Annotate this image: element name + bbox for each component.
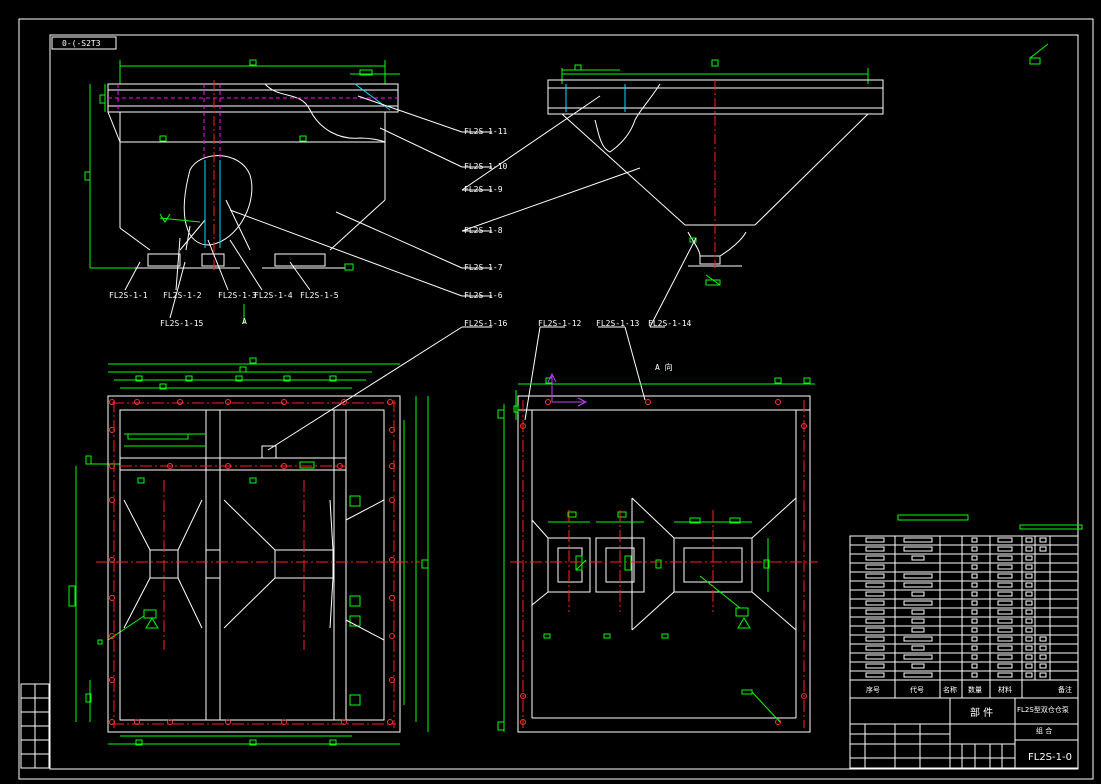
callout-14: FL2S-1-14 <box>648 319 692 328</box>
callout-7: FL2S-1-7 <box>464 263 503 272</box>
plan-bolt-holes <box>109 399 395 725</box>
callout-9: FL2S-1-9 <box>464 185 503 194</box>
left-margin-strip <box>20 683 50 769</box>
front-elevation-view: A <box>84 59 400 326</box>
callout-2: FL2S-1-2 <box>163 291 202 300</box>
view-marker-a: A <box>242 317 247 326</box>
callout-16: FL2S-1-16 <box>464 319 508 328</box>
tb-col-qty: 数量 <box>968 685 982 694</box>
callout-15: FL2S-1-15 <box>160 319 204 328</box>
callout-3: FL2S-1-3 <box>218 291 257 300</box>
callout-labels: FL2S-1-11 FL2S-1-10 FL2S-1-9 FL2S-1-8 FL… <box>109 127 692 328</box>
surface-roughness-symbol <box>1029 43 1049 65</box>
side-elevation-view <box>547 59 884 286</box>
a-direction-view <box>497 372 818 733</box>
tb-product-name: FL2S型双仓仓泵 <box>1017 705 1069 714</box>
tb-col-name: 名称 <box>943 685 957 694</box>
plan-view: A 向 <box>68 357 673 746</box>
callout-10: FL2S-1-10 <box>464 162 508 171</box>
callout-4: FL2S-1-4 <box>254 291 293 300</box>
tb-drawing-number: FL2S-1-0 <box>1028 752 1072 763</box>
callout-8: FL2S-1-8 <box>464 226 503 235</box>
tb-part-name: 部 件 <box>970 706 993 719</box>
drawing-inner-border <box>49 34 1079 770</box>
drawing-outer-border <box>18 18 1094 780</box>
tb-col-material: 材料 <box>998 685 1012 694</box>
tb-col-index: 序号 <box>866 685 880 694</box>
tb-col-code: 代号 <box>910 685 924 694</box>
callout-1: FL2S-1-1 <box>109 291 148 300</box>
callout-12: FL2S-1-12 <box>538 319 582 328</box>
callout-11: FL2S-1-11 <box>464 127 508 136</box>
corner-code: 0-(-S2T3 <box>62 39 101 48</box>
tb-sub-label: 组 合 <box>1036 726 1052 735</box>
callout-13: FL2S-1-13 <box>596 319 640 328</box>
title-block: 序号 代号 名称 数量 材料 备注 部 件 FL2S型双仓仓泵 组 合 FL2S… <box>849 535 1079 769</box>
callout-6: FL2S-1-6 <box>464 291 503 300</box>
tb-col-remark: 备注 <box>1058 685 1072 694</box>
callout-5: FL2S-1-5 <box>300 291 339 300</box>
a-view-bolt-holes <box>520 399 807 725</box>
callout-leaders <box>124 95 697 451</box>
view-title: A 向 <box>655 362 673 372</box>
parts-list-rows <box>850 537 1078 678</box>
